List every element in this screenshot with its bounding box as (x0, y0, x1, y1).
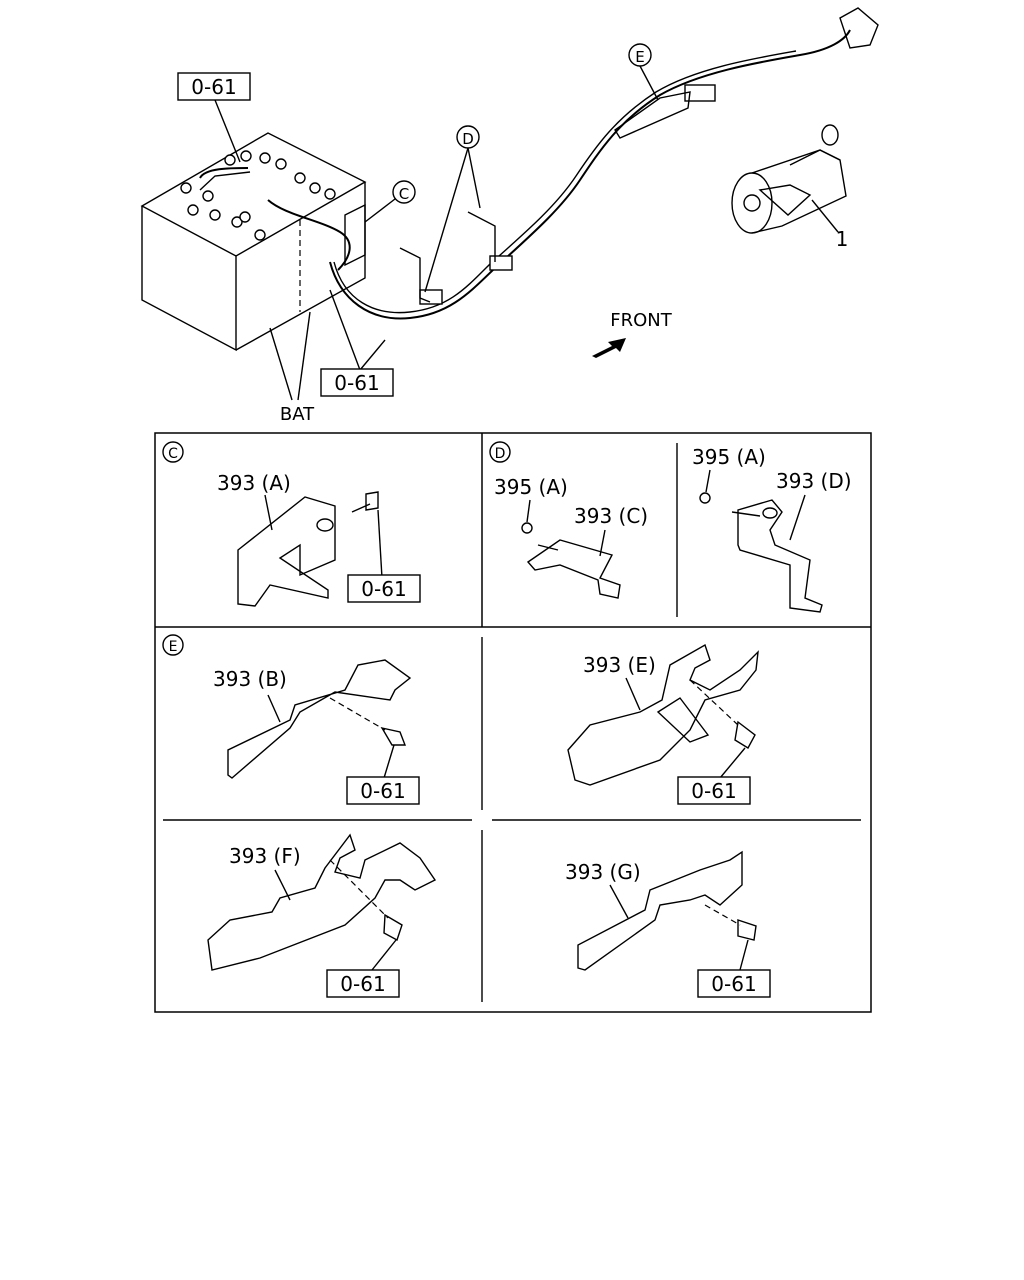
ref-bottom: 0-61 (334, 371, 379, 395)
detail-c-letter: C (168, 446, 178, 462)
part-1-label: 1 (836, 227, 849, 251)
main-view: C D E 0-61 0-61 1 BAT FRONT (140, 7, 879, 425)
bracket-393b (227, 659, 412, 779)
detail-e-b-ref: 0-61 (360, 779, 405, 803)
detail-d-left-nut: 395 (A) (494, 475, 568, 499)
front-label: FRONT (610, 310, 672, 331)
ref-top: 0-61 (191, 75, 236, 99)
detail-c-part: 393 (A) (217, 471, 291, 495)
battery-cable (329, 29, 851, 320)
ref-box-bottom (320, 368, 394, 397)
battery (140, 132, 367, 352)
detail-d-left-part: 393 (C) (574, 504, 648, 528)
bracket-393f (207, 833, 437, 971)
bracket-393e (567, 643, 759, 786)
detail-e-letter: E (169, 639, 178, 655)
detail-e-g-ref: 0-61 (711, 972, 756, 996)
detail-e-e-part: 393 (E) (583, 653, 656, 677)
detail-e-f-part: 393 (F) (229, 844, 301, 868)
bracket-393g (577, 850, 743, 971)
detail-d-letter: D (495, 446, 506, 462)
detail-e: E 393 (B) 0-61 393 (E) 0-61 393 (F) 0-61… (162, 634, 771, 998)
detail-e-b-part: 393 (B) (213, 667, 287, 691)
detail-d-right-part: 393 (D) (776, 469, 852, 493)
detail-d-right-nut: 395 (A) (692, 445, 766, 469)
callout-d-circle (456, 125, 480, 149)
callout-c: C (399, 185, 409, 203)
ref-box-top (177, 72, 251, 101)
bracket-393a (237, 496, 336, 607)
bracket-393d (737, 499, 823, 613)
detail-e-e-ref: 0-61 (691, 779, 736, 803)
starter-motor (731, 124, 847, 234)
callout-e: E (635, 48, 644, 66)
detail-e-g-part: 393 (G) (565, 860, 641, 884)
callout-c-circle (392, 180, 416, 204)
bracket-393c (526, 539, 621, 599)
detail-c: C 393 (A) 0-61 (162, 441, 421, 607)
detail-d: D 395 (A) 393 (C) 395 (A) 393 (D) (489, 441, 852, 613)
front-arrow-icon (592, 338, 626, 358)
callout-e-circle (628, 43, 652, 67)
detail-e-f-ref: 0-61 (340, 972, 385, 996)
callout-d: D (462, 130, 474, 148)
bat-label: BAT (280, 404, 315, 425)
detail-c-ref: 0-61 (361, 577, 406, 601)
detail-grid (154, 432, 872, 1013)
